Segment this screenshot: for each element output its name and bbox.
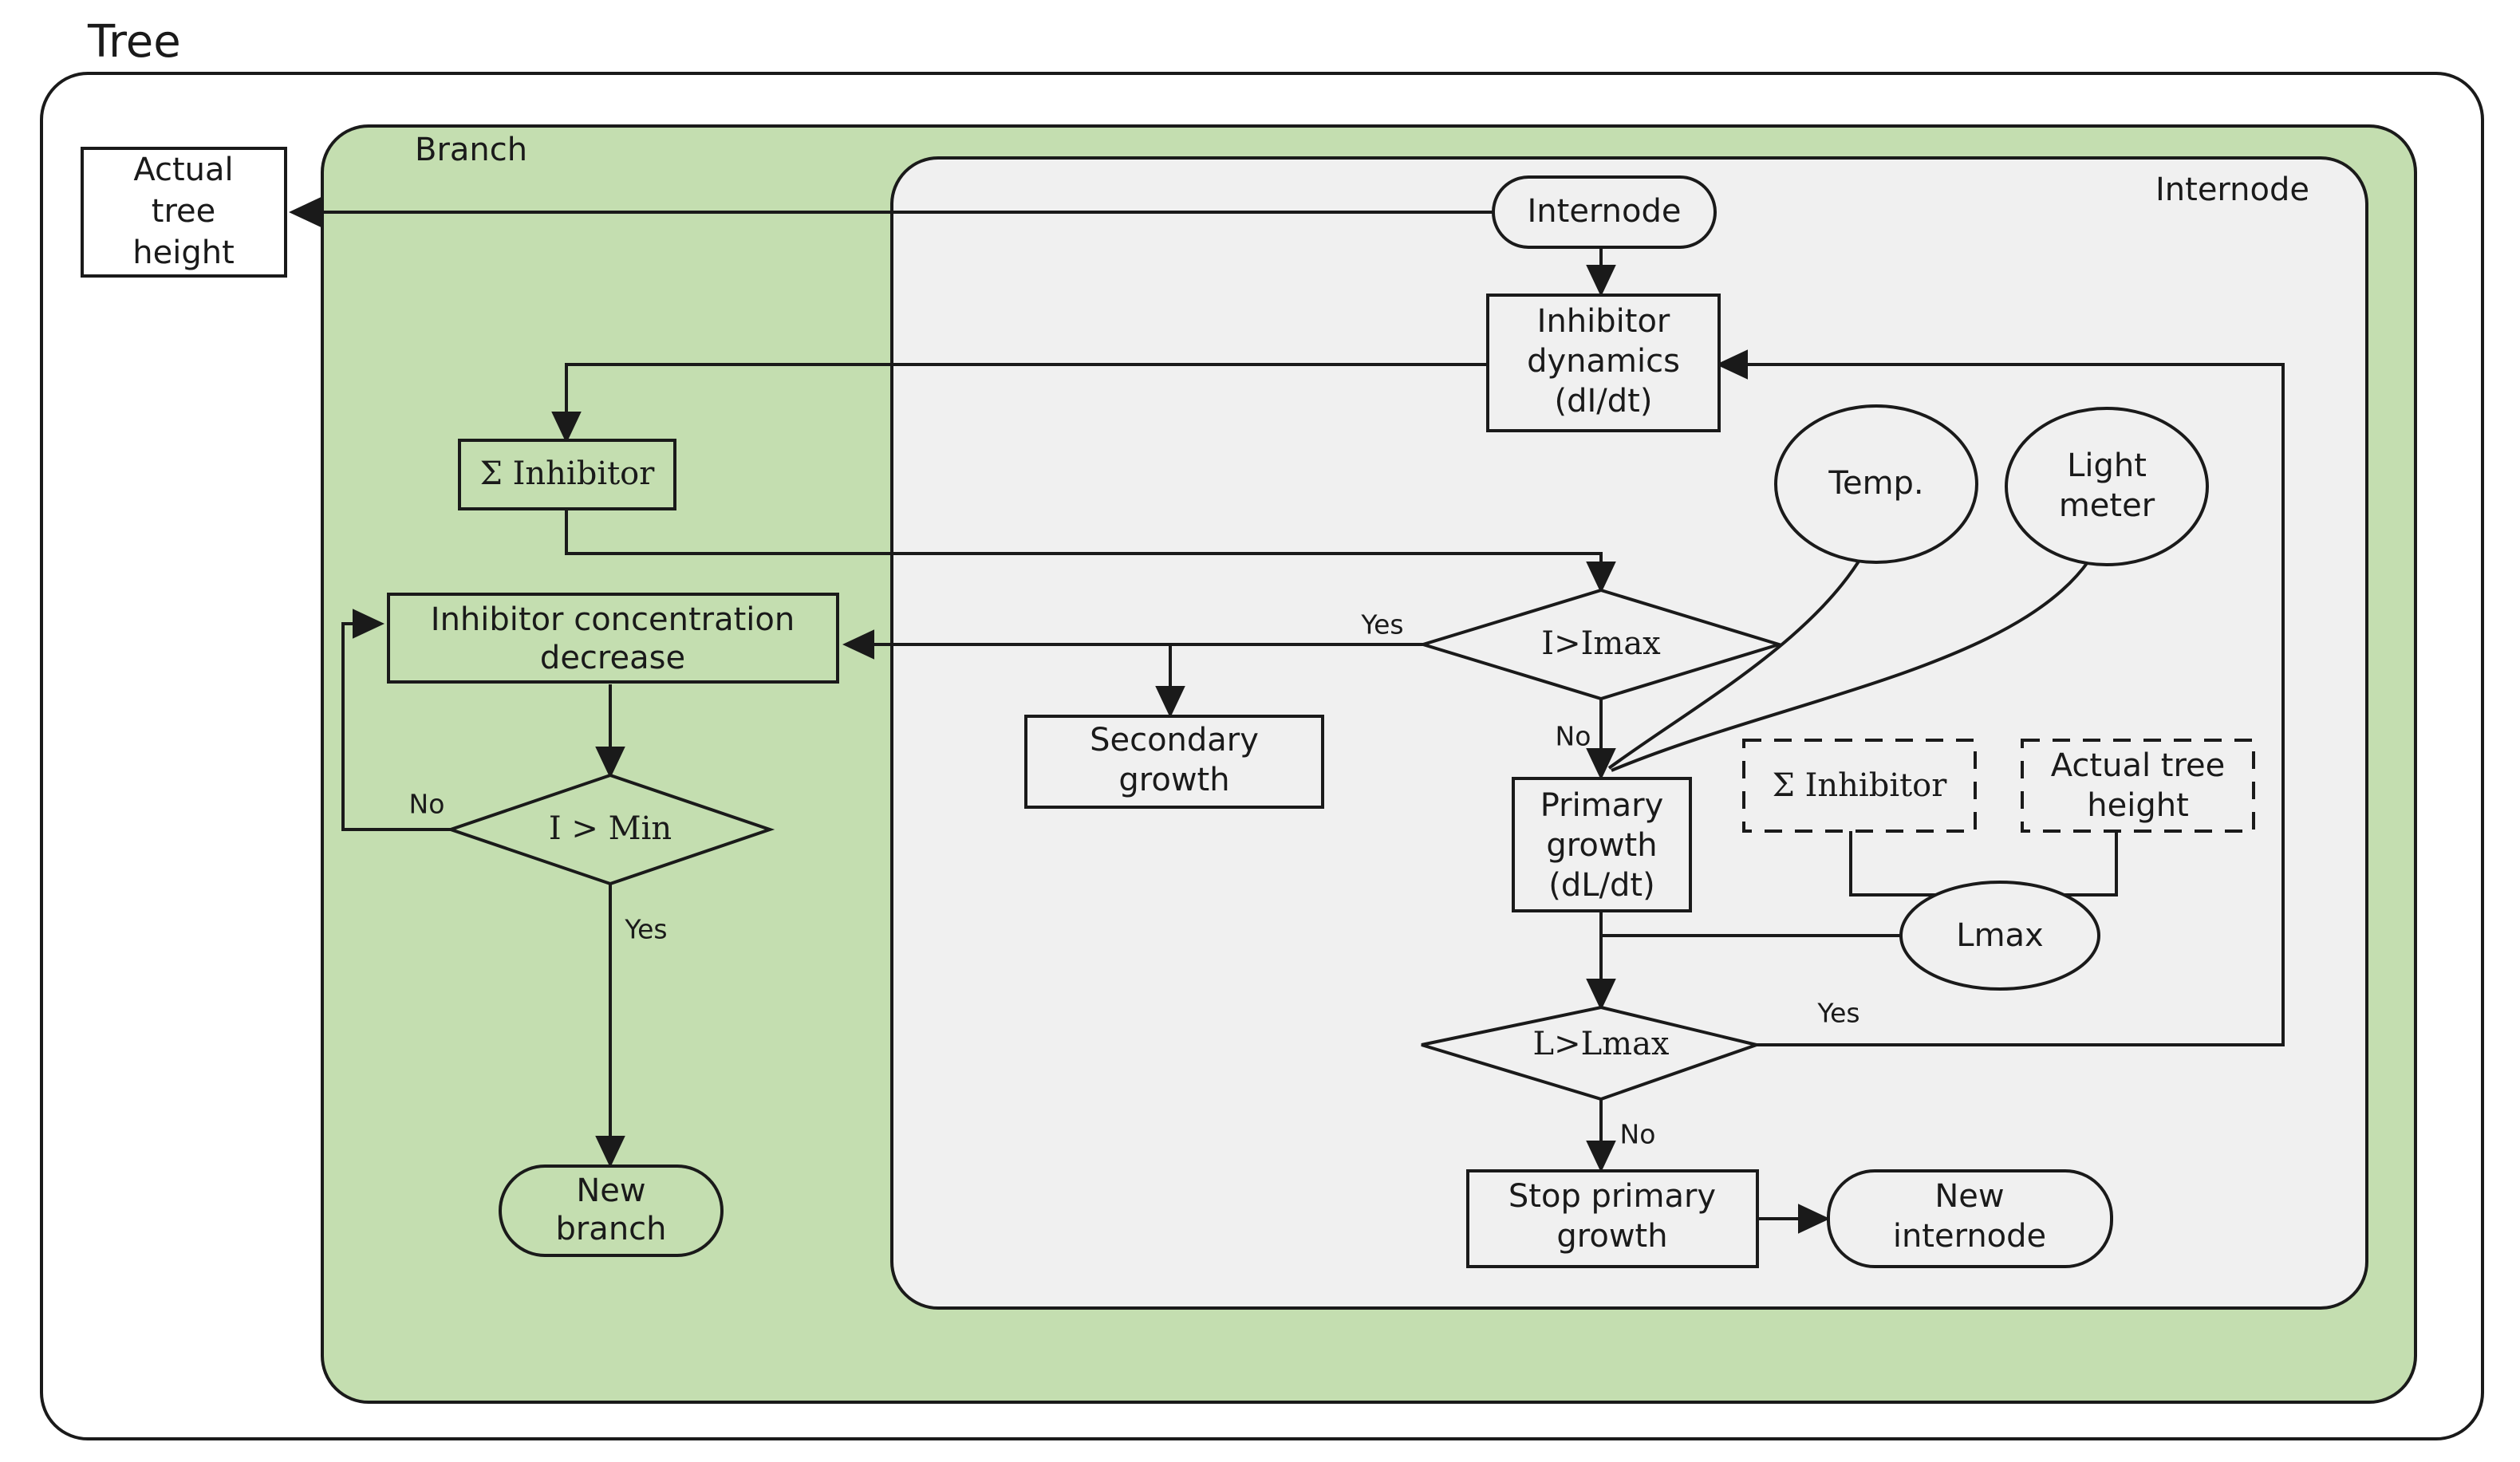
edge-sum-inhibitor-to-i-gt-imax (565, 506, 1616, 593)
new-internode-line1: New (1934, 1178, 2004, 1215)
i-gt-imax-diamond[interactable] (1418, 588, 1785, 701)
temp-ellipse[interactable] (1774, 404, 1978, 564)
lmax-label: Lmax (1956, 917, 2043, 954)
new-internode-line2: internode (1893, 1218, 2046, 1255)
lmax-ellipse[interactable] (1899, 881, 2100, 991)
internode-start-box[interactable] (1492, 175, 1717, 249)
light-meter-ellipse[interactable] (2005, 407, 2209, 566)
node-inhibitor-dynamics[interactable]: Inhibitor dynamics (dI/dt) (1486, 294, 1721, 432)
tree-title: Tree (87, 16, 181, 68)
inhibitor-dynamics-line3: (dI/dt) (1555, 383, 1653, 420)
node-new-internode[interactable]: New internode (1827, 1169, 2113, 1268)
primary-growth-box[interactable] (1512, 777, 1692, 912)
actual-tree-height-ref-line1: Actual tree (2051, 747, 2226, 784)
inhibitor-conc-decrease-line2: decrease (540, 640, 685, 676)
inhibitor-conc-decrease-box[interactable] (387, 593, 839, 684)
internode-container-label: Internode (2155, 171, 2309, 208)
primary-growth-line1: Primary (1540, 787, 1664, 824)
node-sum-inhibitor-ref[interactable]: Σ Inhibitor (1742, 739, 1977, 833)
node-primary-growth[interactable]: Primary growth (dL/dt) (1512, 777, 1692, 912)
secondary-growth-line1: Secondary (1090, 722, 1259, 759)
actual-tree-height-ref-box[interactable] (2021, 739, 2255, 833)
edge-label-imax-yes: Yes (1360, 609, 1403, 640)
l-gt-lmax-label: L>Lmax (1533, 1026, 1670, 1062)
new-internode-box[interactable] (1827, 1169, 2113, 1268)
edge-l-gt-lmax-yes-feedback (1716, 349, 2285, 1046)
internode-start-label: Internode (1527, 193, 1681, 230)
node-actual-tree-height[interactable]: Actual tree height (81, 147, 287, 278)
actual-tree-height-line2: tree (152, 193, 215, 230)
light-meter-line1: Light (2067, 447, 2147, 484)
node-new-branch[interactable]: New branch (499, 1164, 724, 1257)
edge-light-meter-to-primary-growth (1611, 527, 2108, 772)
actual-tree-height-line1: Actual (133, 152, 233, 188)
stop-primary-growth-box[interactable] (1466, 1169, 1759, 1268)
branch-label: Branch (415, 132, 527, 168)
secondary-growth-line2: growth (1118, 762, 1229, 798)
i-gt-imax-label: I>Imax (1541, 625, 1661, 662)
node-i-gt-imax[interactable]: I>Imax (1418, 588, 1785, 701)
sum-inhibitor-branch-label: Σ Inhibitor (480, 455, 656, 492)
edge-label-imax-no: No (1556, 721, 1591, 752)
actual-tree-height-box[interactable] (81, 147, 287, 278)
edge-i-gt-min-no-loopback (341, 609, 451, 831)
node-stop-primary-growth[interactable]: Stop primary growth (1466, 1169, 1759, 1268)
sum-inhibitor-branch-box[interactable] (458, 439, 676, 510)
node-i-gt-min[interactable]: I > Min (445, 773, 775, 886)
edge-inhibitor-dynamics-to-sum-inhibitor (551, 363, 1488, 443)
light-meter-line2: meter (2059, 487, 2155, 524)
actual-tree-height-ref-line2: height (2087, 787, 2189, 824)
i-gt-min-diamond[interactable] (445, 773, 775, 886)
secondary-growth-box[interactable] (1024, 715, 1324, 809)
stop-primary-growth-line1: Stop primary (1508, 1178, 1716, 1215)
new-branch-line2: branch (555, 1211, 666, 1247)
node-secondary-growth[interactable]: Secondary growth (1024, 715, 1324, 809)
stop-primary-growth-line2: growth (1556, 1218, 1667, 1255)
node-light-meter[interactable]: Light meter (2005, 407, 2209, 566)
primary-growth-line2: growth (1546, 827, 1657, 864)
inhibitor-dynamics-box[interactable] (1486, 294, 1721, 432)
edge-label-imin-no: No (409, 789, 445, 820)
actual-tree-height-line3: height (132, 234, 235, 271)
node-temp[interactable]: Temp. (1774, 404, 1978, 564)
temp-label: Temp. (1828, 465, 1923, 502)
new-branch-box[interactable] (499, 1164, 724, 1257)
node-lmax[interactable]: Lmax (1899, 881, 2100, 991)
inhibitor-conc-decrease-line1: Inhibitor concentration (431, 601, 795, 638)
node-sum-inhibitor-branch[interactable]: Σ Inhibitor (458, 439, 676, 510)
node-inhibitor-conc-decrease[interactable]: Inhibitor concentration decrease (387, 593, 839, 684)
inhibitor-dynamics-line1: Inhibitor (1537, 303, 1670, 340)
l-gt-lmax-diamond[interactable] (1421, 1005, 1763, 1101)
node-internode-start[interactable]: Internode (1492, 175, 1717, 249)
edge-label-imin-yes: Yes (624, 914, 667, 945)
sum-inhibitor-ref-label: Σ Inhibitor (1773, 767, 1948, 804)
sum-inhibitor-ref-box[interactable] (1742, 739, 1977, 833)
edge-temp-to-primary-growth (1607, 526, 1879, 770)
inhibitor-dynamics-line2: dynamics (1527, 343, 1680, 380)
edge-label-lmax-yes: Yes (1816, 998, 1859, 1029)
node-actual-tree-height-ref[interactable]: Actual tree height (2021, 739, 2255, 833)
new-branch-line1: New (576, 1172, 645, 1209)
primary-growth-line3: (dL/dt) (1548, 867, 1654, 904)
container-internode (890, 156, 2368, 1310)
edge-label-lmax-no: No (1620, 1119, 1656, 1150)
i-gt-min-label: I > Min (549, 810, 672, 847)
node-l-gt-lmax[interactable]: L>Lmax (1421, 1005, 1763, 1101)
